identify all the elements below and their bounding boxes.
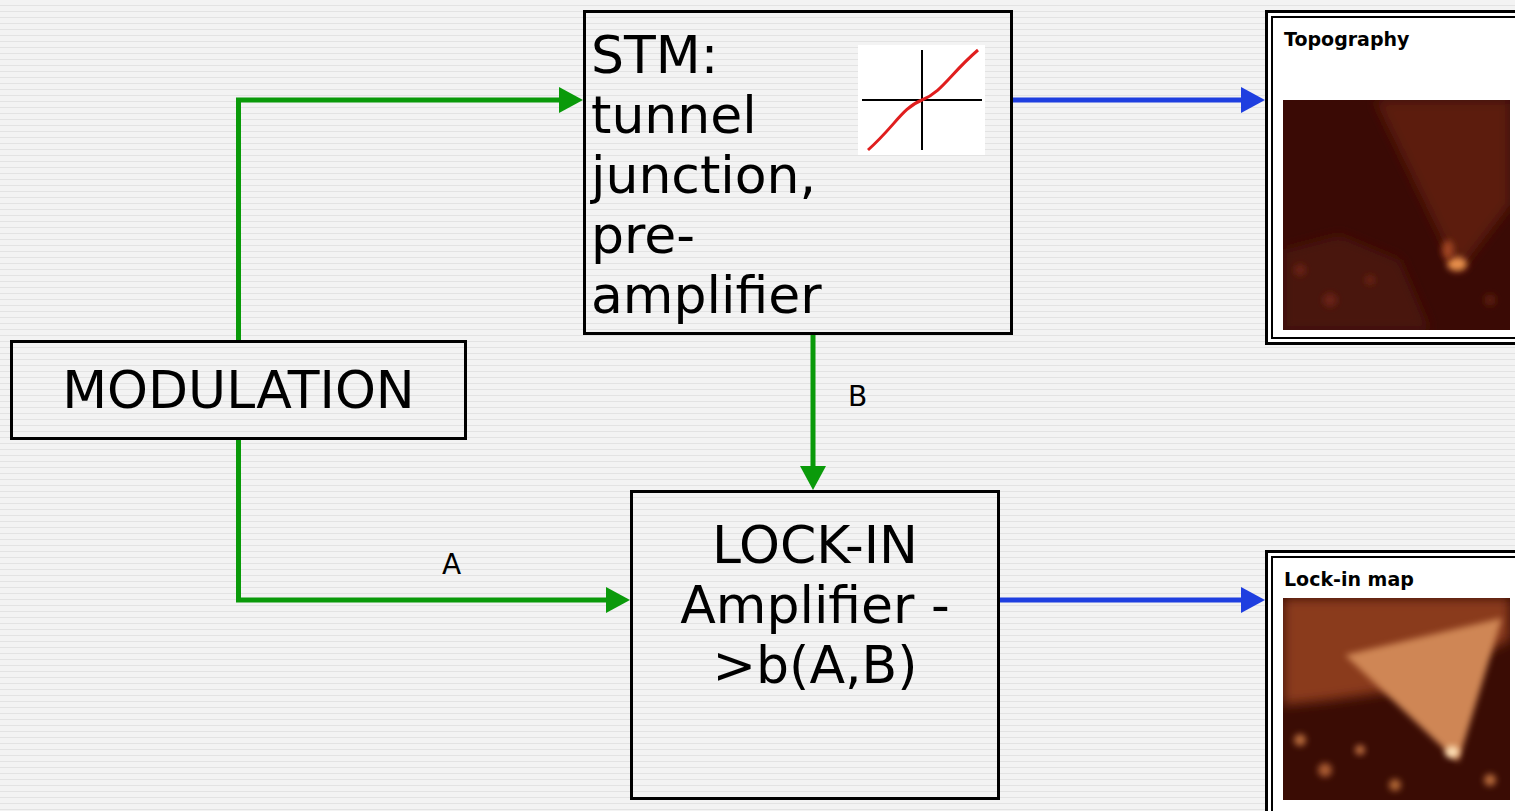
image-panel: Lock-in map <box>1265 550 1515 811</box>
signal-arrow <box>811 335 816 470</box>
speckle <box>1389 779 1401 791</box>
signal-arrow <box>239 440 611 600</box>
speckle <box>1484 294 1496 306</box>
image-ground <box>1283 100 1510 330</box>
speckle <box>1318 763 1332 777</box>
process-box: STM: tunnel junction, pre-amplifier <box>583 10 1013 335</box>
bright-spot <box>1445 746 1459 758</box>
speckle <box>1355 745 1365 755</box>
box-label: MODULATION <box>62 360 415 420</box>
signal-arrow <box>1013 98 1245 103</box>
bright-terrace <box>1345 618 1502 762</box>
panel-title: Topography <box>1284 27 1515 51</box>
iv-curve <box>868 50 978 150</box>
box-label: LOCK-IN Amplifier ->b(A,B) <box>650 515 980 695</box>
speckle <box>1294 734 1306 746</box>
lockin-image <box>1283 598 1510 800</box>
topography-image <box>1283 100 1510 330</box>
speckle <box>1294 264 1306 276</box>
image-panel: Topography <box>1265 10 1515 345</box>
terrace <box>1283 235 1430 330</box>
process-box: MODULATION <box>10 340 467 440</box>
icon-ground <box>858 45 985 155</box>
terrace <box>1375 100 1510 272</box>
signal-label: B <box>848 380 867 414</box>
signal-label: A <box>442 548 461 582</box>
process-box: LOCK-IN Amplifier ->b(A,B) <box>630 490 1000 800</box>
iv-curve-icon <box>858 45 985 155</box>
speckle <box>1365 275 1375 285</box>
bright-spot <box>1442 240 1454 260</box>
image-ground <box>1283 598 1510 800</box>
signal-arrow <box>239 100 564 340</box>
speckle <box>1323 293 1337 307</box>
box-label: STM: tunnel junction, pre-amplifier <box>591 25 881 325</box>
signal-arrow <box>1000 598 1245 603</box>
panel-ground <box>1265 10 1515 345</box>
speckle <box>1484 774 1496 786</box>
panel-title: Lock-in map <box>1284 567 1515 591</box>
